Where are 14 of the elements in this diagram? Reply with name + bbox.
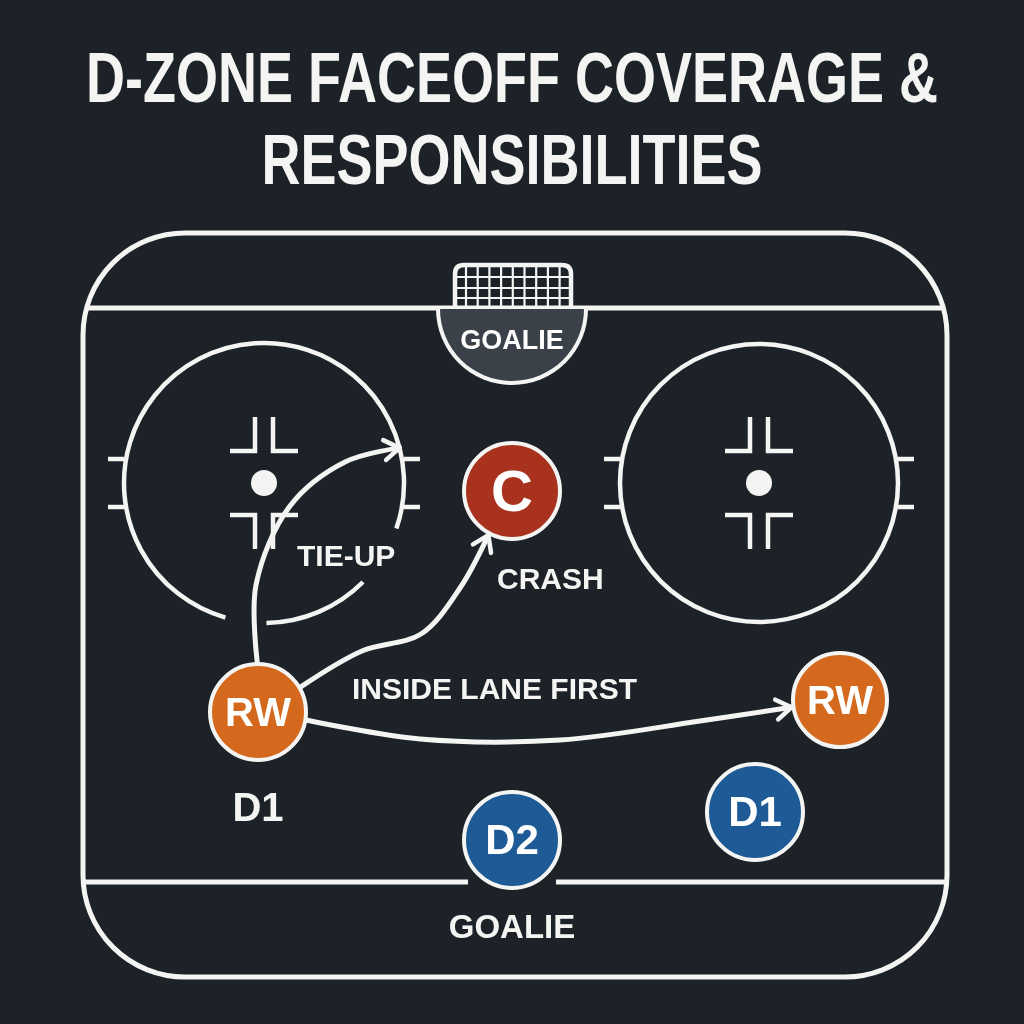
position-label: D1 — [728, 787, 782, 837]
position-label: GOALIE — [460, 325, 564, 357]
faceoff-circle — [602, 341, 916, 625]
position-label: C — [491, 457, 533, 525]
position-label: D2 — [485, 815, 539, 865]
faceoff-circle — [106, 340, 422, 626]
title: D-ZONE FACEOFF COVERAGE & RESPONSIBILITIES — [85, 36, 939, 200]
position-label: GOALIE — [448, 908, 576, 946]
arrow — [298, 532, 494, 690]
position-label: RW — [807, 677, 873, 723]
node-caption: D1 — [232, 784, 284, 830]
position-label: RW — [225, 689, 291, 735]
arrow — [251, 437, 402, 665]
role-label: CRASH — [497, 562, 604, 597]
